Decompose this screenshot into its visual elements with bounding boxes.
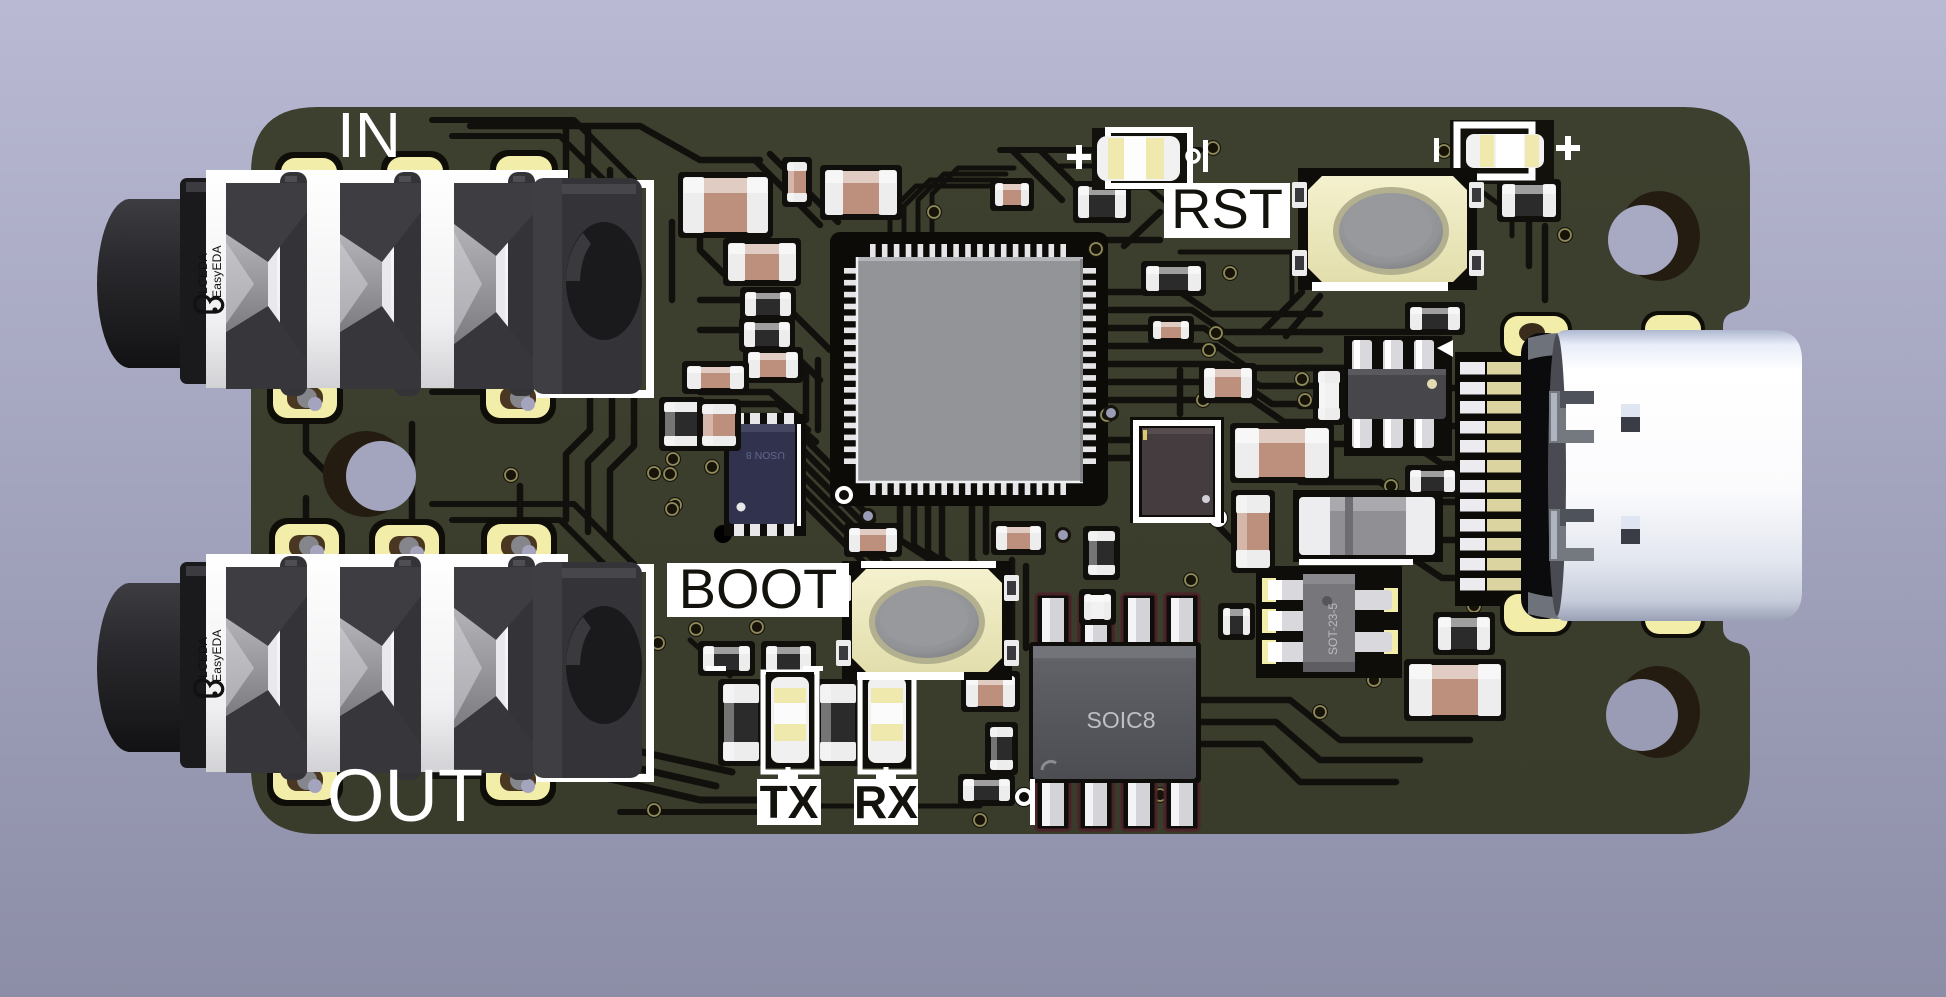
svg-text:RST: RST (1171, 177, 1283, 240)
svg-text:LCEDA: LCEDA (196, 253, 210, 294)
svg-text:EasyEDA: EasyEDA (210, 245, 224, 298)
svg-text:OUT: OUT (327, 754, 483, 837)
svg-text:EasyEDA: EasyEDA (210, 629, 224, 682)
svg-text:SOT-23-5: SOT-23-5 (1326, 603, 1340, 655)
svg-text:USON 8: USON 8 (746, 449, 785, 461)
svg-text:IN: IN (337, 99, 401, 171)
svg-text:LCEDA: LCEDA (196, 637, 210, 678)
svg-text:SOIC8: SOIC8 (1086, 707, 1155, 733)
svg-text:TX: TX (760, 776, 819, 828)
svg-text:BOOT: BOOT (679, 557, 838, 620)
svg-text:RX: RX (854, 776, 918, 828)
